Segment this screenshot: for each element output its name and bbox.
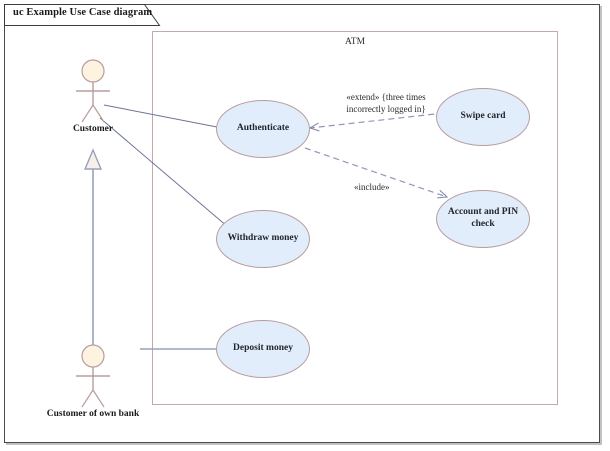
actor-label-customer-of-own-bank: Customer of own bank <box>46 409 140 419</box>
frame-tab-label: uc Example Use Case diagram <box>13 7 153 18</box>
usecase-account-and-pin-check-label: Account and PIN check <box>447 207 519 229</box>
include-label: «include» <box>354 182 390 192</box>
usecase-swipe-card-label: Swipe card <box>460 111 506 122</box>
usecase-authenticate[interactable]: Authenticate <box>216 100 310 158</box>
usecase-deposit-money[interactable]: Deposit money <box>216 320 310 378</box>
usecase-authenticate-label: Authenticate <box>236 123 290 134</box>
extend-label-line1: «extend» {three times <box>346 92 426 102</box>
extend-label: «extend» {three times incorrectly logged… <box>325 92 447 115</box>
usecase-withdraw-money-label: Withdraw money <box>227 233 299 244</box>
usecase-account-and-pin-check[interactable]: Account and PIN check <box>436 190 530 248</box>
extend-label-line2: incorrectly logged in} <box>346 103 426 114</box>
system-boundary-label: ATM <box>344 37 366 47</box>
usecase-deposit-money-label: Deposit money <box>233 343 293 354</box>
usecase-withdraw-money[interactable]: Withdraw money <box>216 210 310 268</box>
actor-label-customer: Customer <box>72 124 114 134</box>
usecase-swipe-card[interactable]: Swipe card <box>436 88 530 146</box>
